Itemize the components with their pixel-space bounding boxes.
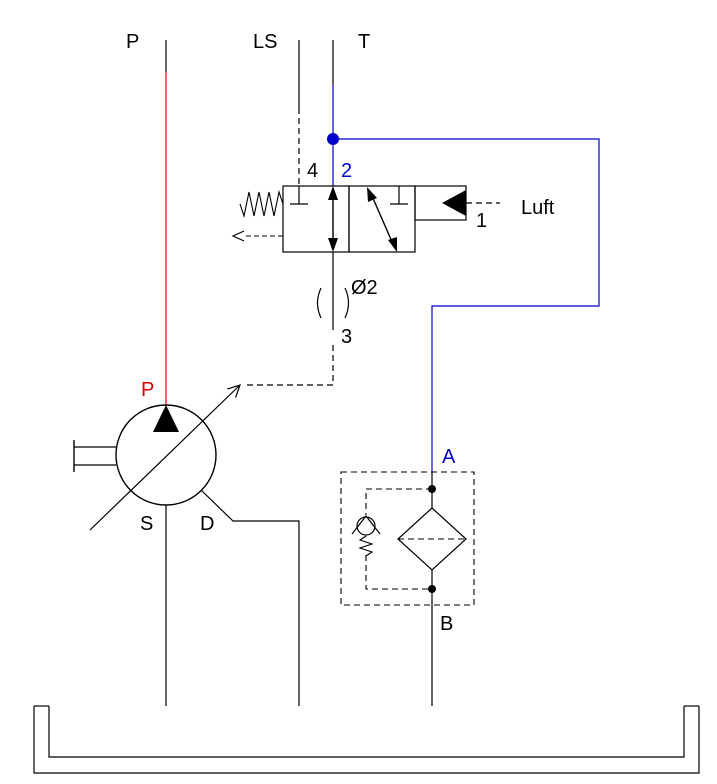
valve-port-4-label: 4 [307,160,318,182]
filter-with-bypass-icon [340,471,475,606]
pump-port-s-label: S [140,513,153,535]
port-p-label: P [126,31,139,53]
port-ls-label: LS [253,31,277,53]
orifice-icon [316,287,350,319]
filter-port-a-label: A [442,446,456,468]
orifice-size-label: Ø2 [351,277,378,299]
variable-displacement-pump-icon [73,385,240,531]
valve-port-2-label: 2 [341,160,352,182]
case-drain-line [200,489,300,706]
pump-port-p-label: P [141,379,154,401]
pump-control-pilot-line [244,345,334,386]
directional-valve-icon [231,185,500,253]
tank-icon [33,705,700,774]
pump-port-d-label: D [200,513,214,535]
orifice-port-3-label: 3 [341,326,352,348]
filter-port-b-label: B [440,613,453,635]
valve-port-1-label: 1 [476,210,487,232]
return-loop-line [333,138,600,472]
air-supply-label: Luft [521,197,555,219]
port-t-label: T [358,31,370,53]
